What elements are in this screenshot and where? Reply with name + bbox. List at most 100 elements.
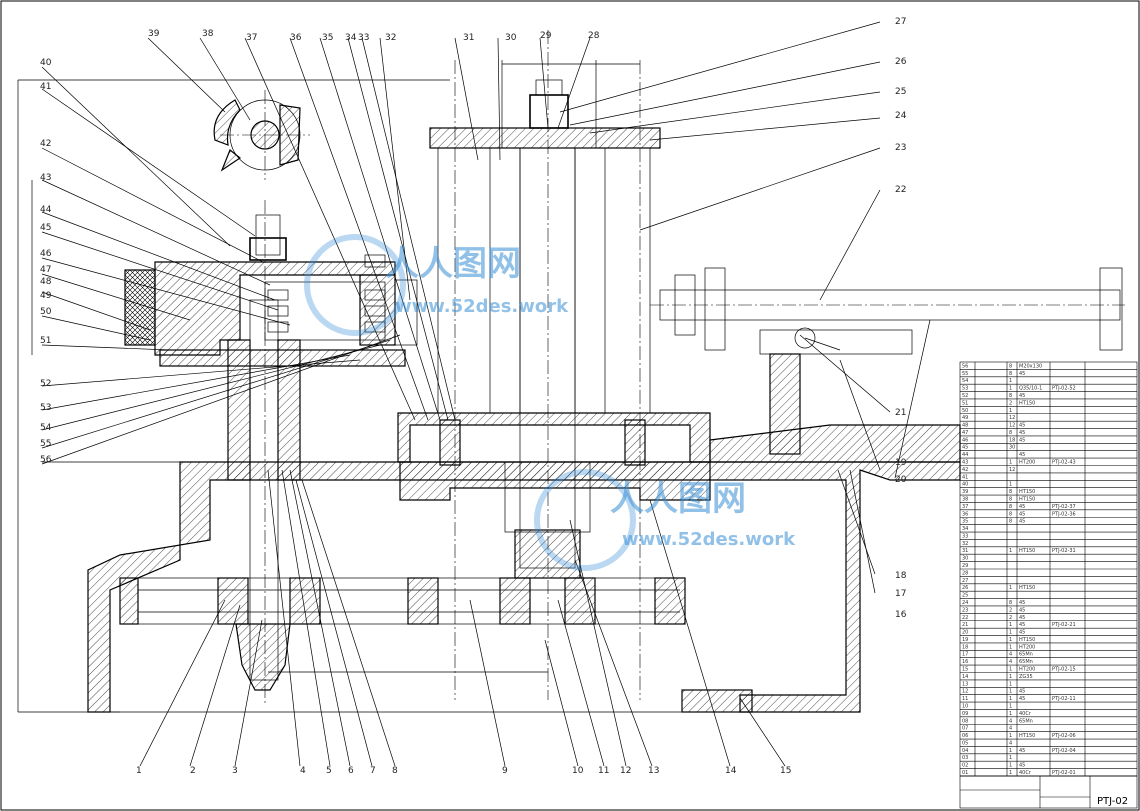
bom-cell: 45 — [1019, 630, 1025, 636]
central-column — [397, 30, 711, 700]
bom-cell: 14 — [962, 674, 968, 680]
bom-cell: 65Mn — [1019, 652, 1033, 658]
part-label: 17 — [895, 589, 906, 599]
bom-cell: 53 — [962, 386, 968, 392]
bom-cell: 47 — [962, 430, 968, 436]
part-label: 53 — [40, 403, 51, 413]
bom-cell: 12 — [1009, 423, 1015, 429]
bom-cell: 12 — [1009, 467, 1015, 473]
bom-cell: 21 — [962, 622, 968, 628]
part-label: 1 — [136, 766, 142, 776]
part-label: 15 — [780, 766, 791, 776]
bom-cell: 1 — [1009, 460, 1012, 466]
part-label: 2 — [190, 766, 196, 776]
bom-cell: 45 — [1019, 607, 1025, 613]
bom-cell: 31 — [962, 548, 968, 554]
bom-cell: 17 — [962, 652, 968, 658]
bom-cell: 07 — [962, 726, 968, 732]
part-label: 18 — [895, 571, 907, 581]
bom-cell: 01 — [962, 770, 968, 776]
part-label: 4 — [300, 766, 306, 776]
drawing-number: PTJ-02 — [1097, 796, 1128, 807]
bom-cell: 11 — [962, 696, 968, 702]
part-label: 45 — [40, 223, 51, 233]
part-label: 3 — [232, 766, 238, 776]
part-label: 47 — [40, 265, 51, 275]
part-label: 51 — [40, 336, 51, 346]
bom-cell: 4 — [1009, 652, 1012, 658]
bom-cell: 45 — [1019, 504, 1025, 510]
bom-cell: 19 — [962, 637, 968, 643]
part-label: 16 — [895, 610, 907, 620]
left-top-housing — [124, 254, 418, 367]
bom-cell: PTJ-02-15 — [1052, 667, 1076, 673]
bom-cell: 39 — [962, 489, 968, 495]
bom-cell: Q35/10-1 — [1019, 386, 1042, 392]
part-label: 29 — [540, 31, 552, 41]
bom-cell: 1 — [1009, 408, 1012, 414]
bom-cell: 18 — [962, 644, 968, 650]
bom-cell: PTJ-02-37 — [1052, 504, 1076, 510]
bom-cell: 40Cr — [1019, 711, 1032, 717]
bom-cell: HT150 — [1019, 496, 1035, 502]
bom-cell: 45 — [1019, 511, 1025, 517]
part-label: 46 — [40, 249, 52, 259]
part-label: 19 — [895, 458, 907, 468]
bom-cell: 51 — [962, 400, 968, 406]
part-label: 55 — [40, 439, 51, 449]
part-label: 41 — [40, 82, 51, 92]
bom-cell: 4 — [1009, 659, 1012, 665]
bom-cell: 1 — [1009, 696, 1012, 702]
part-label: 22 — [895, 185, 906, 195]
bom-cell: 1 — [1009, 622, 1012, 628]
part-label: 49 — [40, 291, 52, 301]
bom-cell: 4 — [1009, 718, 1012, 724]
watermark-url-bottom: www.52des.work — [622, 529, 796, 550]
bom-cell: 8 — [1009, 393, 1012, 399]
bom-cell: 1 — [1009, 585, 1012, 591]
part-label: 34 — [345, 33, 357, 43]
bom-cell: 12 — [962, 689, 968, 695]
bom-cell: 1 — [1009, 630, 1012, 636]
bom-cell: 55 — [962, 371, 968, 377]
bom-cell: 4 — [1009, 726, 1012, 732]
bom-cell: 54 — [962, 378, 968, 384]
bom-cell: PTJ-02-11 — [1052, 696, 1076, 702]
bom-cell: 30 — [1009, 445, 1015, 451]
part-label: 12 — [620, 766, 631, 776]
watermark-top: 人人图网 www.52des.work — [304, 234, 569, 336]
part-label: 39 — [148, 29, 160, 39]
part-label: 36 — [290, 33, 302, 43]
bom-cell: 40 — [962, 482, 968, 488]
bom-cell: PTJ-02-36 — [1052, 511, 1076, 517]
bom-cell: 2 — [1009, 615, 1012, 621]
bom-cell: 24 — [962, 600, 968, 606]
bom-cell: 1 — [1009, 733, 1012, 739]
part-label: 5 — [326, 766, 332, 776]
part-label: 56 — [40, 455, 52, 465]
bom-cell: 33 — [962, 533, 968, 539]
bom-cell: 52 — [962, 393, 968, 399]
part-labels: 39 38 37 36 35 34 33 32 31 30 29 28 27 2… — [40, 17, 907, 776]
bom-cell: 1 — [1009, 667, 1012, 673]
bom-cell: 8 — [1009, 363, 1012, 369]
bom-cell: 08 — [962, 718, 968, 724]
bom-cell: 05 — [962, 740, 968, 746]
bom-cell: 09 — [962, 711, 968, 717]
part-label: 23 — [895, 143, 906, 153]
bom-cell: 45 — [1019, 452, 1025, 458]
bom-cell: 45 — [1019, 689, 1025, 695]
bom-cell: 48 — [962, 423, 968, 429]
bom-cell: 1 — [1009, 763, 1012, 769]
bom-cell: 45 — [1019, 430, 1025, 436]
bom-cell: 2 — [1009, 400, 1012, 406]
bom-cell: 45 — [1019, 393, 1025, 399]
bom-cell: 45 — [962, 445, 968, 451]
bom-cell: 23 — [962, 607, 968, 613]
bom-cell: 8 — [1009, 371, 1012, 377]
part-label: 25 — [895, 87, 906, 97]
part-label: 10 — [572, 766, 584, 776]
part-label: 44 — [40, 205, 52, 215]
bom-cell: PTJ-02-31 — [1052, 548, 1076, 554]
